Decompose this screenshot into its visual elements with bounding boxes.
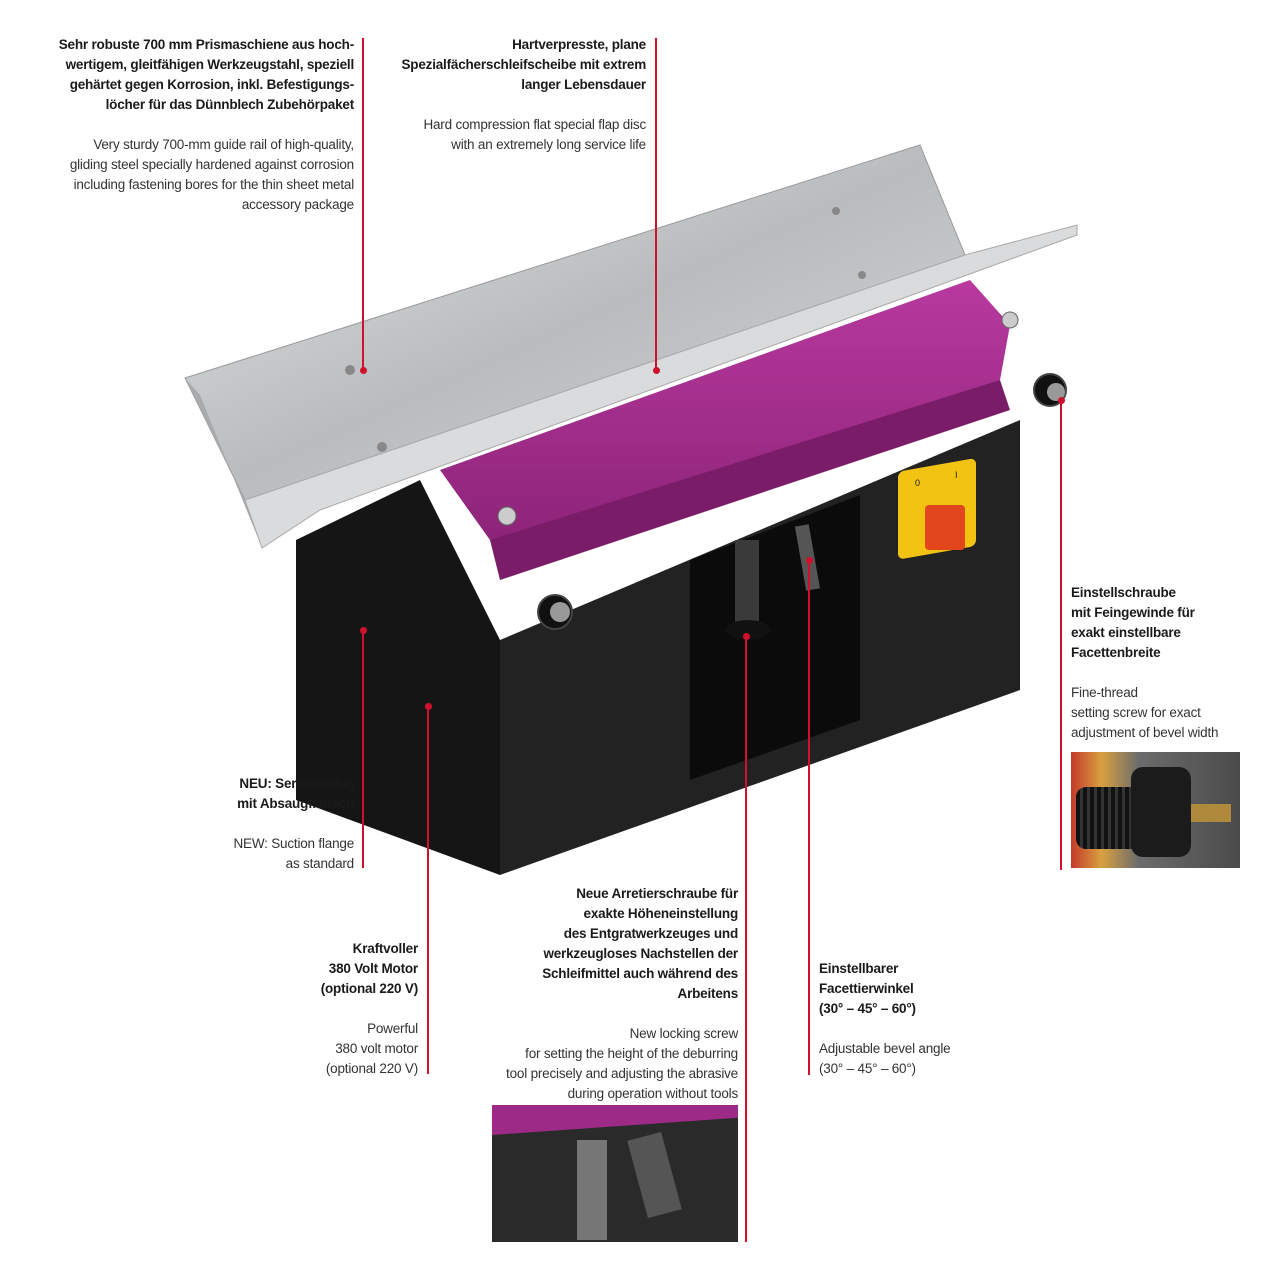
callout-title-de: Hartverpresste, plane Spezialfächerschle… [401,37,646,92]
callout-line-motor [427,706,429,1074]
callout-dot [653,367,660,374]
callout-line-flap-disc [655,38,657,370]
callout-line-bevel-angle [808,560,810,1075]
callout-dot [806,557,813,564]
callout-line-suction-flange [362,630,364,868]
callout-title-de: Einstellbarer Facettierwinkel (30° – 45°… [819,961,916,1016]
callout-motor: Kraftvoller 380 Volt Motor (optional 220… [320,939,419,1079]
switch-label-off: 0 [915,478,921,488]
callout-locking-screw: Neue Arretierschraube für exakte Höhenei… [506,884,738,1104]
callout-line-locking-screw [745,636,747,1242]
callout-text-en: NEW: Suction flange as standard [233,836,354,871]
callout-bevel-angle: Einstellbarer Facettierwinkel (30° – 45°… [819,959,951,1079]
callout-line-setting-screw [1060,400,1062,870]
callout-title-de: Sehr robuste 700 mm Prismaschiene aus ho… [58,37,354,112]
machine-base-side [296,480,500,875]
callout-dot [425,703,432,710]
callout-text-en: Fine-thread setting screw for exact adju… [1071,685,1219,740]
switch-label-on: I [955,470,958,480]
callout-text-en: Adjustable bevel angle (30° – 45° – 60°) [819,1041,951,1076]
callout-dot [1058,397,1065,404]
callout-title-de: Kraftvoller 380 Volt Motor (optional 220… [320,941,419,996]
callout-dot [360,367,367,374]
callout-title-de: NEU: Serienmäßig mit Absaugflansch [237,776,354,811]
inset-photo-locking-screw [492,1105,738,1242]
callout-title-de: Einstellschraube mit Feingewinde für exa… [1071,585,1195,660]
callout-line-guide-rail [362,38,364,370]
callout-dot [360,627,367,634]
callout-guide-rail: Sehr robuste 700 mm Prismaschiene aus ho… [59,35,354,215]
inset-photo-setting-screw [1071,752,1240,868]
flap-disc-cover [440,280,1010,560]
callout-text-en: New locking screw for setting the height… [506,1026,738,1101]
callout-text-en: Very sturdy 700-mm guide rail of high-qu… [69,137,354,212]
callout-title-de: Neue Arretierschraube für exakte Höhenei… [542,886,738,1001]
callout-dot [743,633,750,640]
callout-flap-disc: Hartverpresste, plane Spezialfächerschle… [401,35,646,155]
callout-text-en: Hard compression flat special flap disc … [423,117,646,152]
callout-text-en: Powerful 380 volt motor (optional 220 V) [325,1021,418,1076]
callout-suction-flange: NEU: Serienmäßig mit Absaugflansch NEW: … [233,774,354,874]
callout-setting-screw: Einstellschraube mit Feingewinde für exa… [1071,583,1219,743]
